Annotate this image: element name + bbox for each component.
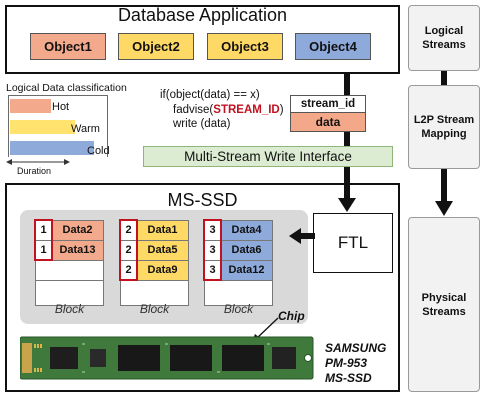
block-1: 1 Data2 1 Data13	[35, 220, 104, 306]
data-cell: Data9	[137, 261, 188, 280]
ms-ssd-title: MS-SSD	[167, 190, 238, 210]
block-3-caption: Block	[223, 302, 254, 316]
ftl-box: FTL	[313, 213, 393, 273]
duration-arrow	[6, 159, 70, 165]
block-2-caption: Block	[139, 302, 170, 316]
stream-3-highlight	[203, 219, 222, 281]
cold-bar	[10, 141, 94, 155]
physical-streams-box: Physical Streams	[408, 217, 480, 392]
stream-1-highlight	[34, 219, 53, 261]
stream-id-highlight: STREAM_ID	[213, 104, 280, 116]
empty-block-row	[205, 281, 272, 301]
classification-frame	[8, 95, 108, 157]
data-cell: Data12	[221, 261, 272, 280]
hot-bar	[10, 99, 51, 113]
data-cell: Data6	[221, 241, 272, 260]
block-2: 2 Data1 2 Data5 2 Data9	[120, 220, 189, 306]
block-row: 2 Data1	[121, 221, 188, 241]
stream-interface-connector	[344, 132, 350, 146]
brand-line-2: PM-953	[325, 356, 368, 370]
logical-streams-label: Logical Streams	[422, 25, 466, 51]
code-line-write: write (data)	[173, 118, 231, 130]
empty-block-row	[36, 281, 103, 301]
data-cell: Data2	[52, 221, 103, 240]
hot-label: Hot	[52, 101, 70, 113]
block-row: 2 Data5	[121, 241, 188, 261]
block-row: 1 Data13	[36, 241, 103, 261]
block-row: 3 Data12	[205, 261, 272, 281]
block-row: 2 Data9	[121, 261, 188, 281]
code-line-if: if(object(data) == x)	[160, 89, 260, 101]
ftl-to-blocks-arrow	[289, 228, 315, 244]
object3-box: Object3	[207, 33, 283, 60]
l2p-to-physical-arrow	[435, 169, 453, 216]
brand-line-3: MS-SSD	[325, 371, 372, 385]
logical-streams-box: Logical Streams	[408, 5, 480, 71]
fadvise-suffix: )	[279, 104, 284, 116]
block-1-caption: Block	[54, 302, 85, 316]
object4-box: Object4	[295, 33, 371, 60]
l2p-stream-mapping-label: L2P Stream Mapping	[413, 114, 475, 140]
stream-2-highlight	[119, 219, 138, 281]
database-application-box	[5, 5, 400, 74]
block-row: 3 Data6	[205, 241, 272, 261]
data-field: data	[291, 113, 365, 131]
db-stream-connector	[344, 74, 350, 95]
warm-label: Warm	[71, 123, 100, 135]
ssd-board-image	[20, 336, 314, 380]
physical-streams-label: Physical Streams	[421, 291, 467, 318]
object2-box: Object2	[118, 33, 194, 60]
block-row: 3 Data4	[205, 221, 272, 241]
multi-stream-write-interface: Multi-Stream Write Interface	[143, 146, 393, 167]
data-cell: Data5	[137, 241, 188, 260]
code-line-fadvise: fadvise(STREAM_ID)	[173, 104, 284, 116]
logical-to-l2p-connector	[441, 71, 447, 85]
block-3: 3 Data4 3 Data6 3 Data12	[204, 220, 273, 306]
chip-label: Chip	[278, 309, 305, 323]
database-application-title: Database Application	[117, 5, 288, 25]
brand-line-1: SAMSUNG	[325, 341, 387, 355]
warm-bar	[10, 120, 75, 134]
cold-label: Cold	[87, 145, 110, 157]
duration-label: Duration	[17, 166, 52, 176]
stream-id-data-box: stream_id data	[290, 95, 366, 132]
object1-box: Object1	[30, 33, 106, 60]
fadvise-prefix: fadvise(	[173, 104, 214, 116]
data-cell: Data1	[137, 221, 188, 240]
empty-block-row	[121, 281, 188, 301]
l2p-stream-mapping-box: L2P Stream Mapping	[408, 85, 480, 169]
data-cell: Data4	[221, 221, 272, 240]
classification-title: Logical Data classification	[6, 82, 127, 94]
ms-ssd-box	[5, 183, 400, 392]
empty-block-row	[36, 261, 103, 281]
stream-id-field: stream_id	[291, 96, 365, 113]
data-cell: Data13	[52, 241, 103, 260]
